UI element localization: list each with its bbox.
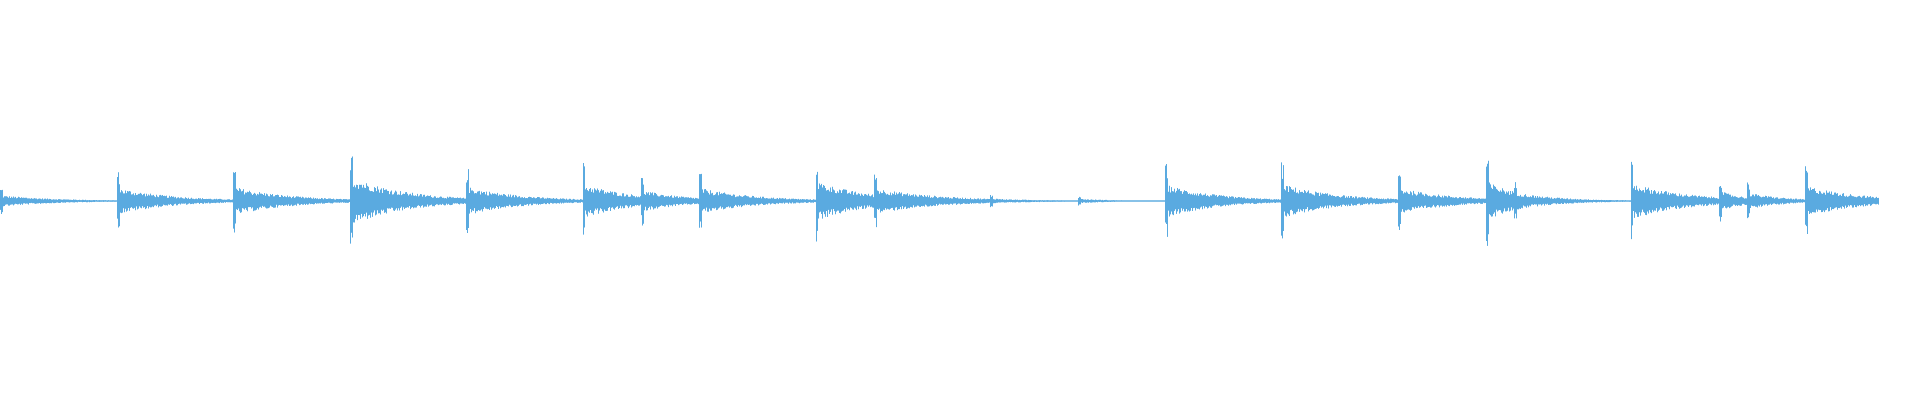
waveform-samples: [0, 156, 1879, 246]
waveform-trace: [0, 156, 1879, 246]
